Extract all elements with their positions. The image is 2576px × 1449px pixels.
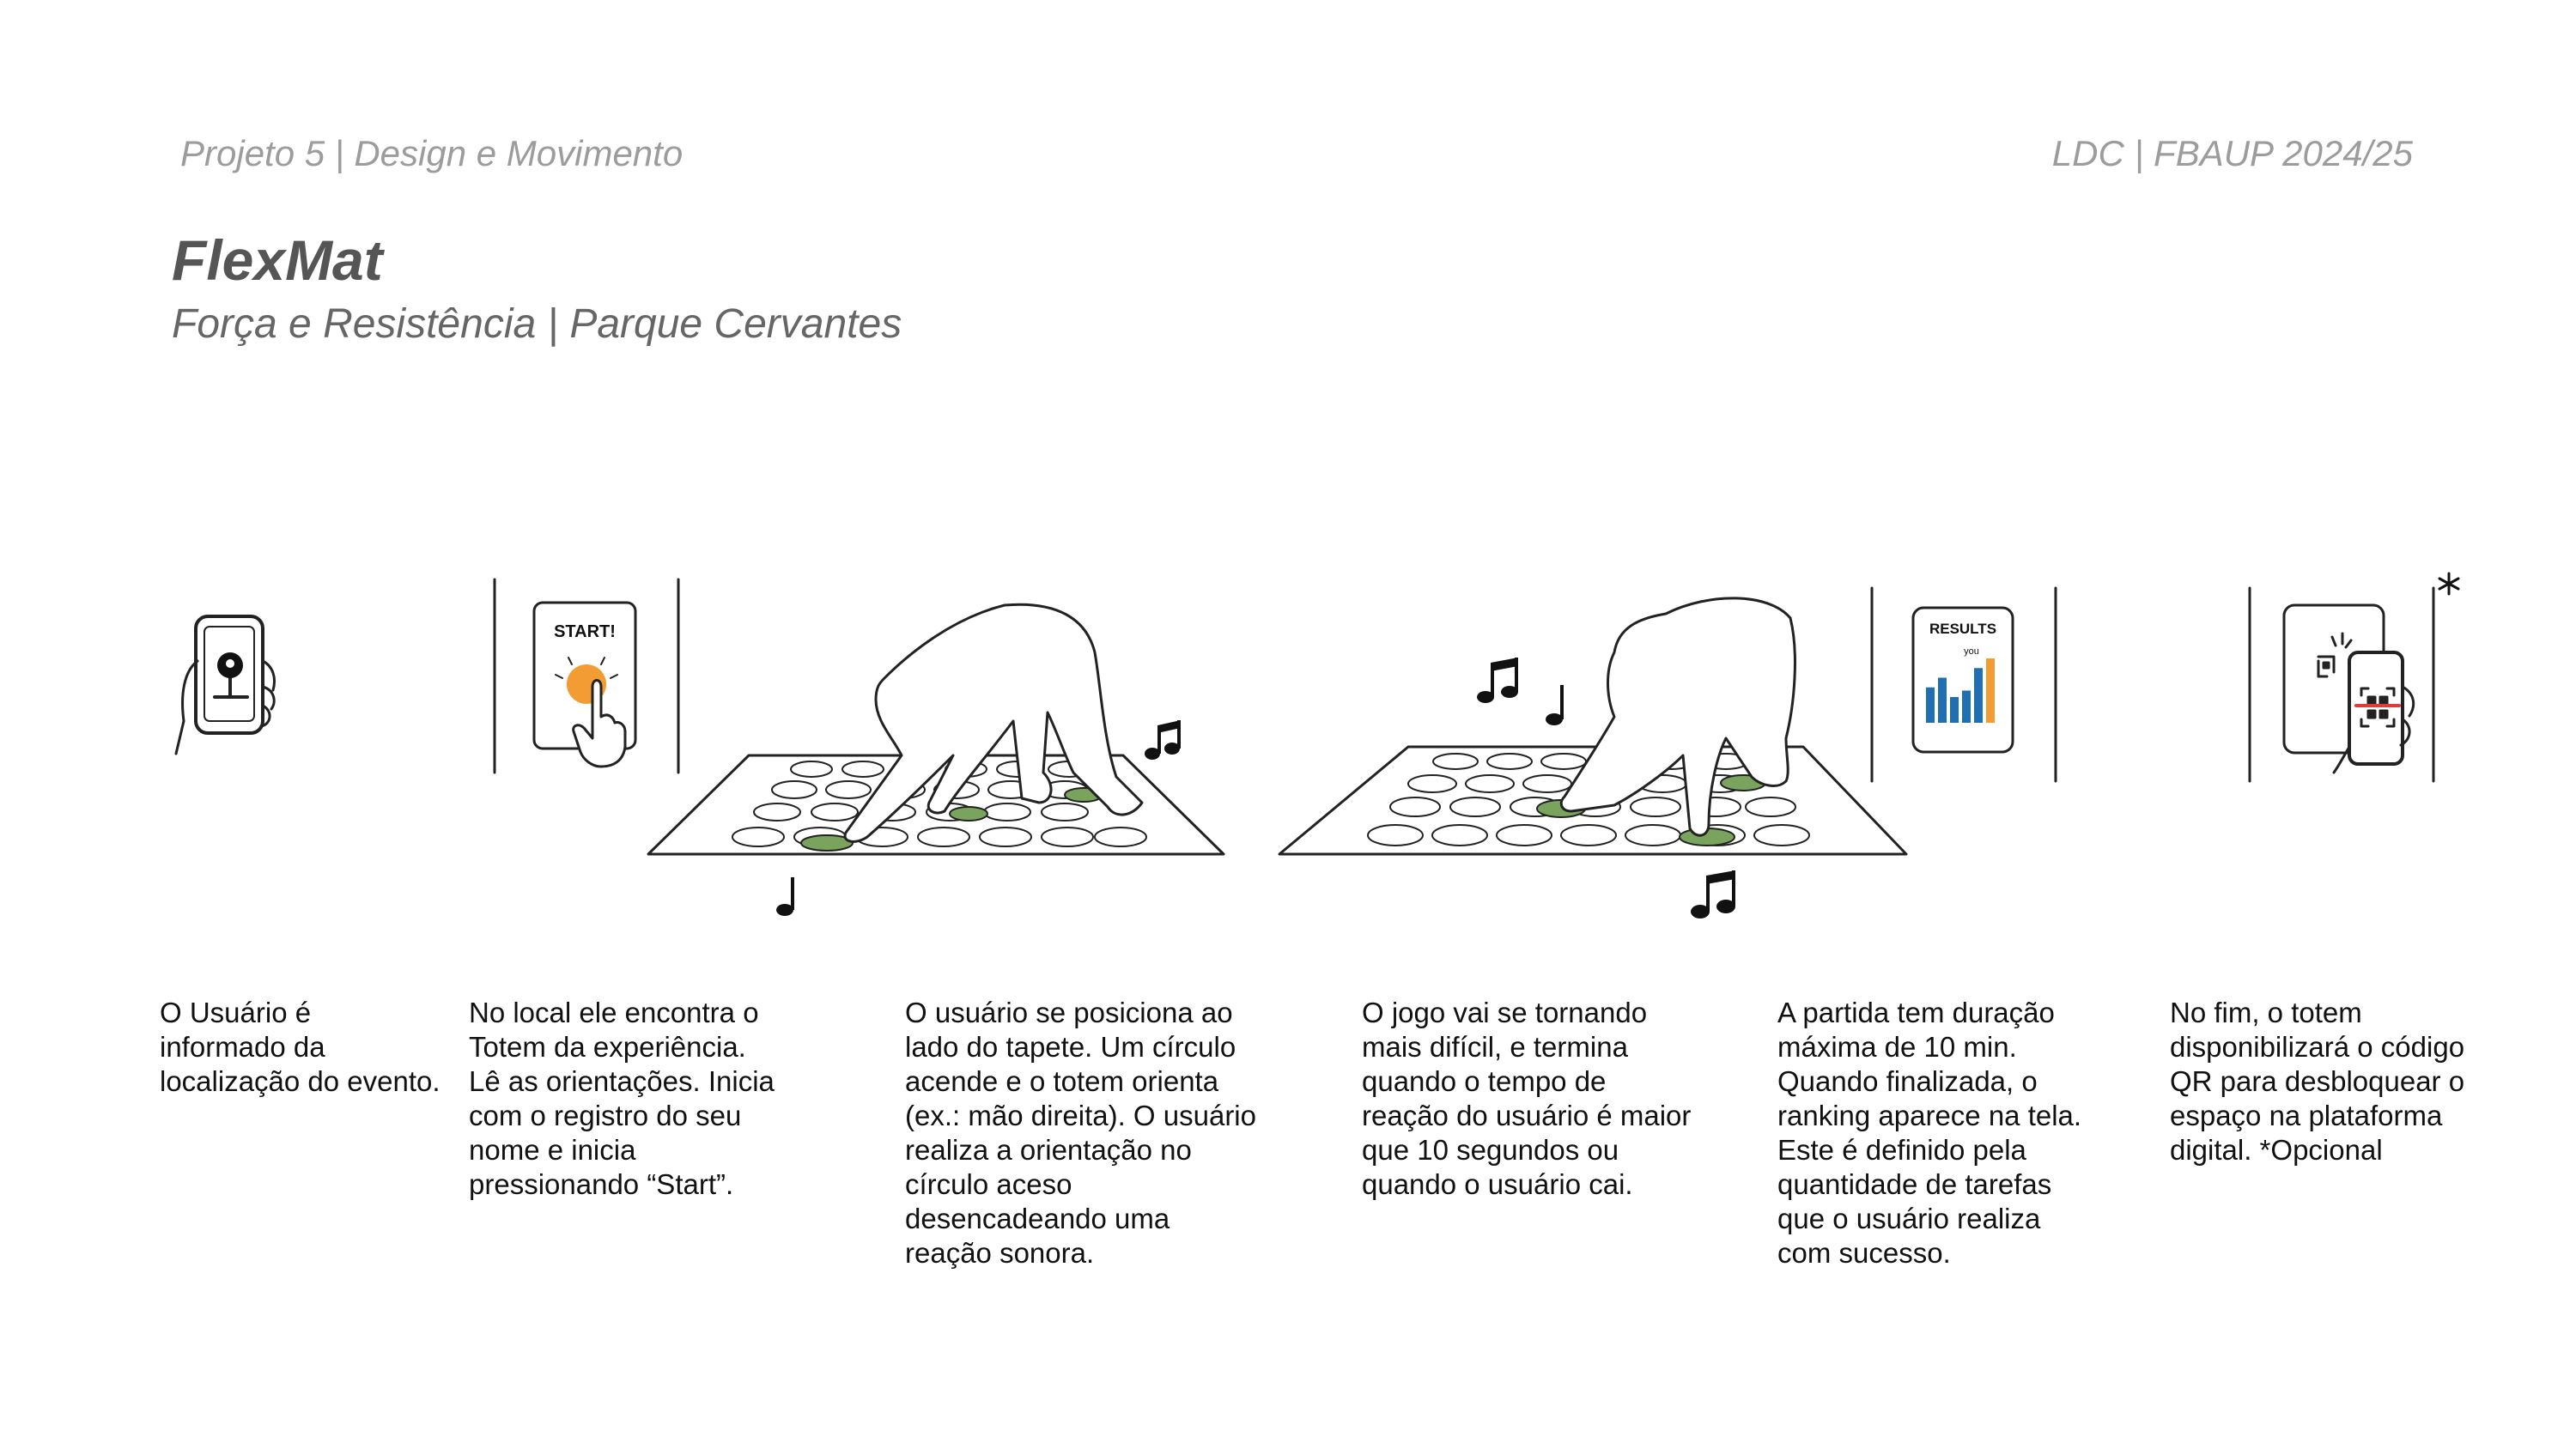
results-bar xyxy=(1974,668,1983,723)
active-circle xyxy=(800,834,854,852)
results-you-label: you xyxy=(1964,646,1979,657)
mat-scene-2 xyxy=(1278,597,1908,919)
page-title: FlexMat xyxy=(172,228,383,292)
person-on-mat-2 xyxy=(1559,597,1796,837)
music-note-icon xyxy=(1477,658,1735,919)
mat-scene-1 xyxy=(647,603,1225,916)
phone-location-icon xyxy=(174,615,276,755)
header-course: LDC | FBAUP 2024/25 xyxy=(2051,133,2413,173)
header-project: Projeto 5 | Design e Movimento xyxy=(180,133,683,173)
totem-results-screen: RESULTS you xyxy=(1870,586,2057,783)
results-bar-chart xyxy=(1926,658,1995,723)
totem-start-screen: START! xyxy=(493,578,680,774)
asterisk-icon xyxy=(2438,572,2460,596)
results-bar xyxy=(1926,687,1935,723)
results-label: RESULTS xyxy=(1929,621,1996,637)
results-bar xyxy=(1986,658,1995,723)
music-note-icon xyxy=(776,720,1181,916)
qr-unlock-icon xyxy=(2248,572,2460,783)
results-bar xyxy=(1950,697,1959,723)
person-on-mat xyxy=(843,603,1144,843)
start-label: START! xyxy=(554,622,616,641)
results-bar xyxy=(1962,690,1971,723)
results-bar xyxy=(1938,677,1947,723)
page-subtitle: Força e Resistência | Parque Cervantes xyxy=(172,301,902,347)
